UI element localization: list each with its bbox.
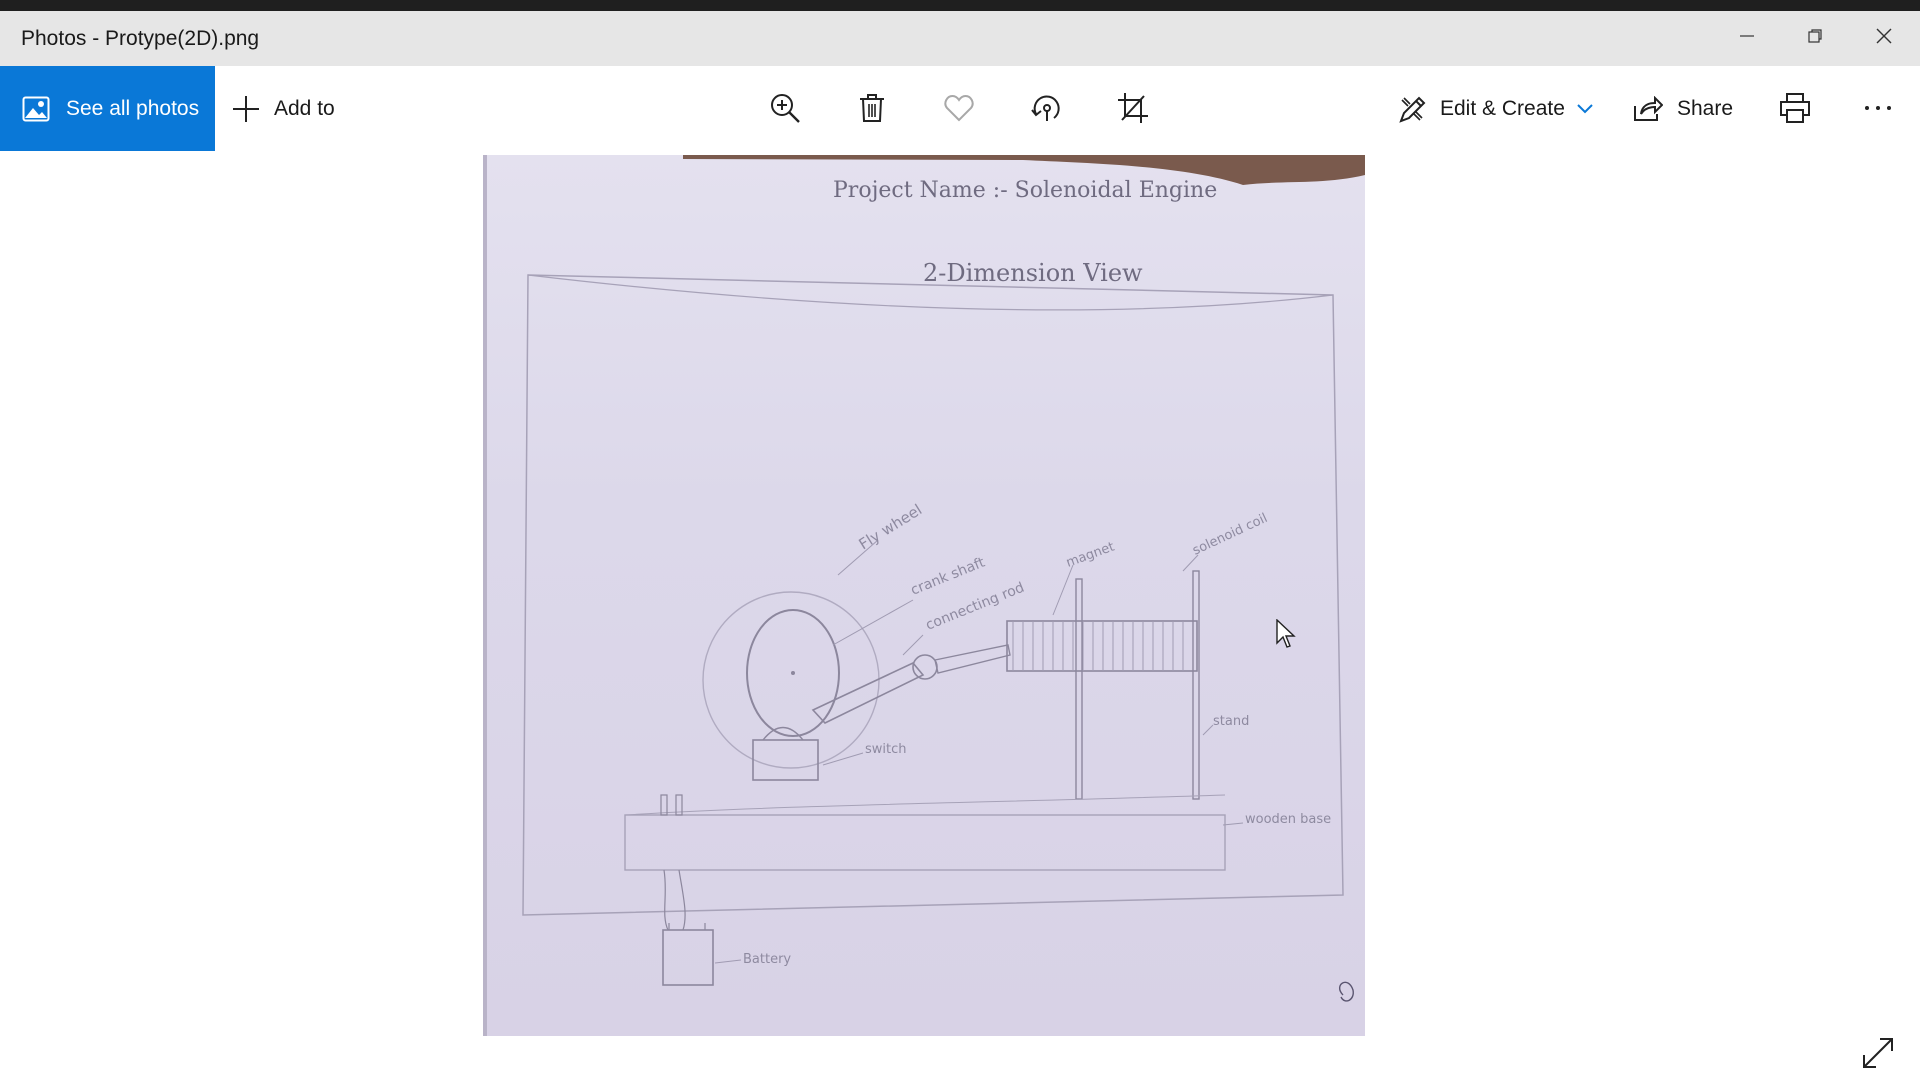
signature: [1338, 981, 1354, 1002]
title-bar: Photos - Protype(2D).png: [0, 11, 1920, 66]
photo-viewer-image: Project Name :- Solenoidal Engine 2-Dime…: [483, 155, 1365, 1036]
close-icon: [1876, 28, 1892, 44]
minimize-icon: [1740, 35, 1754, 37]
more-button[interactable]: [1854, 84, 1902, 132]
rotate-icon: [1031, 95, 1060, 121]
label-wooden-base: wooden base: [1245, 812, 1331, 827]
sketch-subheading: 2-Dimension View: [923, 259, 1143, 287]
label-crank-shaft: crank shaft: [909, 554, 988, 598]
add-to-label: Add to: [274, 96, 335, 120]
window-top-border: [0, 0, 1920, 11]
expand-icon: [1863, 1038, 1893, 1068]
restore-icon: [1808, 29, 1822, 43]
photos-icon: [22, 96, 50, 122]
label-switch: switch: [865, 742, 907, 757]
edit-create-button[interactable]: Edit & Create: [1398, 66, 1593, 151]
more-icon: [1865, 106, 1891, 110]
edit-create-label: Edit & Create: [1440, 96, 1565, 120]
toolbar: See all photos Add to: [0, 66, 1920, 151]
zoom-in-icon: [771, 94, 800, 123]
crop-icon: [1118, 93, 1148, 123]
window-title: Photos - Protype(2D).png: [21, 27, 260, 50]
share-icon: [1633, 95, 1663, 122]
chevron-down-icon: [1577, 103, 1593, 114]
favorite-icon: [944, 94, 974, 122]
see-all-photos-button[interactable]: See all photos: [0, 66, 215, 151]
rotate-button[interactable]: [1022, 84, 1070, 132]
favorite-button[interactable]: [935, 84, 983, 132]
expand-fullscreen-button[interactable]: [1858, 1033, 1898, 1073]
see-all-photos-label: See all photos: [66, 96, 200, 120]
crop-button[interactable]: [1109, 84, 1157, 132]
print-icon: [1780, 93, 1810, 123]
print-button[interactable]: [1771, 84, 1819, 132]
share-button[interactable]: Share: [1633, 66, 1733, 151]
mouse-cursor-icon: [1276, 618, 1296, 654]
close-button[interactable]: [1850, 11, 1918, 61]
label-stand: stand: [1213, 714, 1249, 729]
label-solenoid-coil: solenoid coil: [1190, 511, 1270, 559]
sketch-heading: Project Name :- Solenoidal Engine: [833, 178, 1217, 203]
delete-button[interactable]: [848, 84, 896, 132]
zoom-in-button[interactable]: [761, 84, 809, 132]
restore-button[interactable]: [1781, 11, 1849, 61]
label-fly-wheel: Fly wheel: [856, 501, 926, 554]
edit-create-icon: [1398, 94, 1428, 124]
delete-icon: [860, 94, 884, 122]
minimize-button[interactable]: [1713, 11, 1781, 61]
sketch-drawing: Project Name :- Solenoidal Engine 2-Dime…: [483, 155, 1365, 1036]
label-magnet: magnet: [1064, 539, 1116, 570]
share-label: Share: [1677, 96, 1734, 120]
add-to-button[interactable]: Add to: [232, 66, 335, 151]
label-battery: Battery: [743, 952, 791, 967]
plus-icon: [232, 95, 260, 123]
